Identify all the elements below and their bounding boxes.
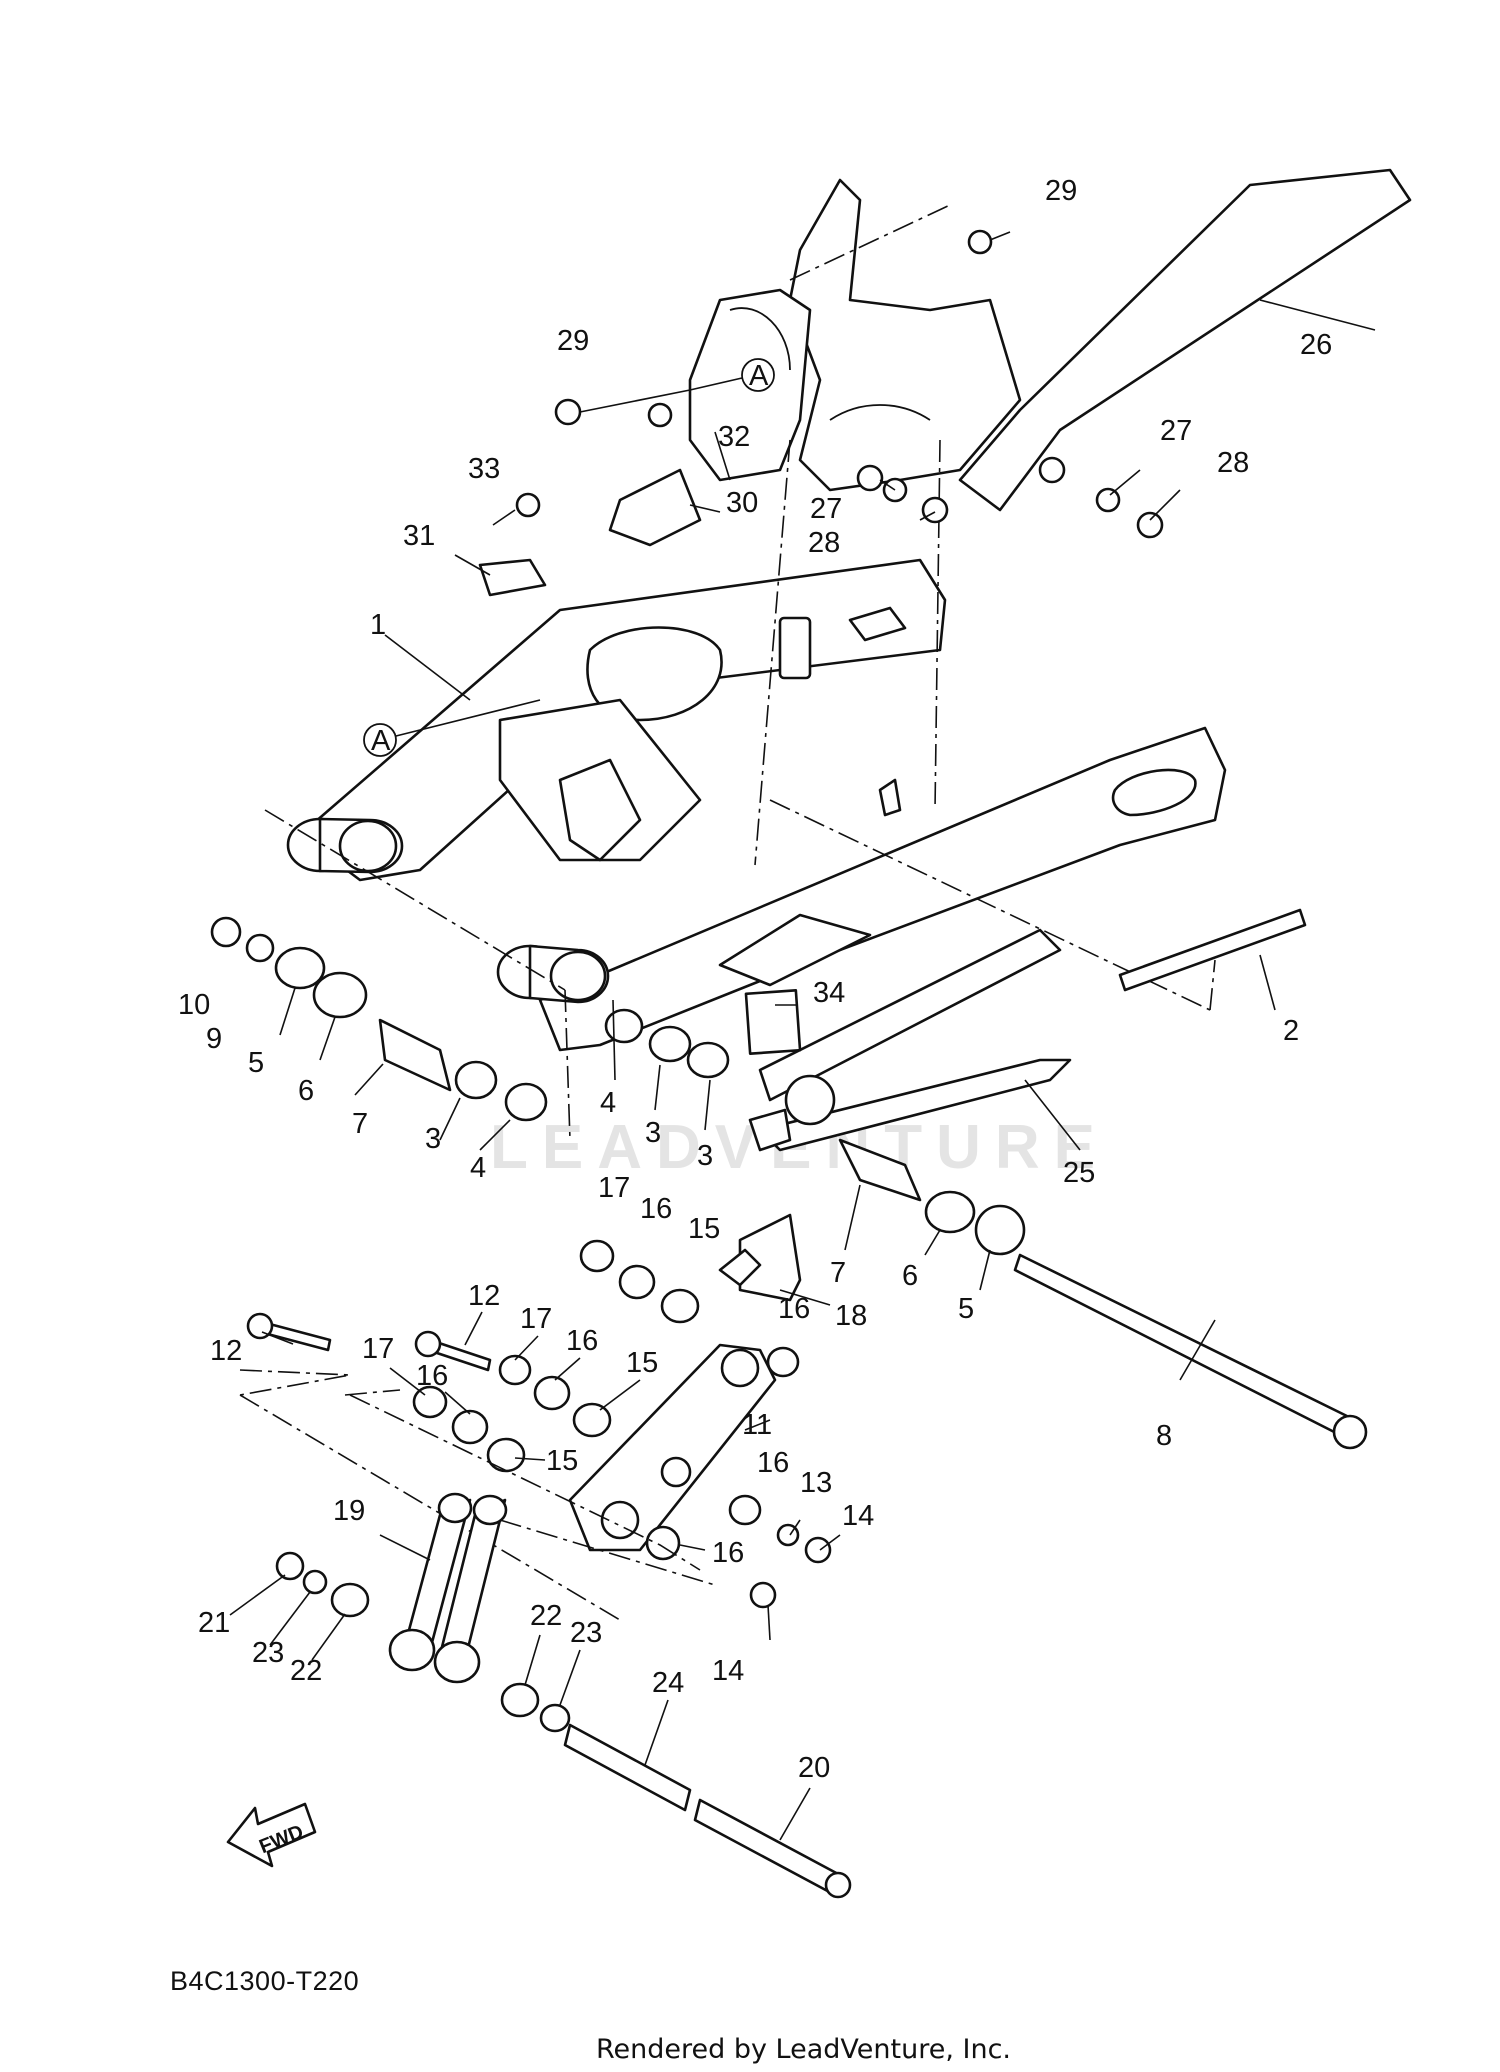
swingarm [286,439,1227,1052]
callout-30: 30 [726,487,758,519]
callout-6: 6 [298,1075,314,1107]
pivot-hardware-left [210,809,730,1141]
pivot-shaft [838,1138,1368,1450]
label-2 [1118,908,1307,992]
callout-labels: 29 26 29 32 27 28 33 30 27 28 31 1 10 9 … [178,175,1332,1784]
callout-25: 25 [1063,1157,1095,1189]
callout-3: 3 [425,1123,441,1155]
callout-34: 34 [813,977,845,1009]
leader-lines-lower [229,1311,811,1841]
callout-4: 4 [600,1087,616,1119]
callout-23: 23 [252,1637,284,1669]
callout-27: 27 [810,493,842,525]
callout-16: 16 [778,1293,810,1325]
callout-26: 26 [1300,329,1332,361]
diagram-code: B4C1300-T220 [170,1966,359,1996]
ref-a-marker [741,358,775,392]
callout-20: 20 [798,1752,830,1784]
connecting-rod [275,1492,852,1899]
leader-lines [279,231,1376,1641]
ref-a-label: A [749,360,769,392]
relay-arm [412,1213,832,1609]
callout-17: 17 [520,1303,552,1335]
callout-14: 14 [842,1500,874,1532]
fwd-arrow-icon: FWD [226,1802,317,1868]
callout-28: 28 [1217,447,1249,479]
callout-3: 3 [697,1140,713,1172]
callout-16: 16 [640,1193,672,1225]
chain-guard [748,928,1072,1152]
callout-16: 16 [757,1447,789,1479]
callout-28: 28 [808,527,840,559]
callout-15: 15 [688,1213,720,1245]
label-34 [744,989,802,1055]
callout-2: 2 [1283,1015,1299,1047]
callout-29: 29 [1045,175,1077,207]
callout-11: 11 [742,1409,772,1441]
rear-fender [688,168,1412,512]
ref-a-label: A [371,725,391,757]
bracket-31 [478,558,547,597]
callout-33: 33 [468,453,500,485]
callout-12: 12 [468,1280,500,1312]
callout-9: 9 [206,1023,222,1055]
callout-19: 19 [333,1495,365,1527]
callout-21: 21 [198,1607,230,1639]
callout-16: 16 [712,1537,744,1569]
callout-32: 32 [718,421,750,453]
callout-1: 1 [370,609,386,641]
callout-5: 5 [248,1047,264,1079]
bolt-12 [246,1312,492,1372]
callout-7: 7 [830,1257,846,1289]
callout-24: 24 [652,1667,684,1699]
callout-27: 27 [1160,415,1192,447]
callout-13: 13 [800,1467,832,1499]
callout-17: 17 [598,1172,630,1204]
callout-31: 31 [403,520,435,552]
callout-8: 8 [1156,1420,1172,1452]
callout-10: 10 [178,989,210,1021]
callout-4: 4 [470,1152,486,1184]
callout-3: 3 [645,1117,661,1149]
callout-29: 29 [557,325,589,357]
callout-17: 17 [362,1333,394,1365]
callout-15: 15 [626,1347,658,1379]
callout-15: 15 [546,1445,578,1477]
callout-7: 7 [352,1108,368,1140]
callout-5: 5 [958,1293,974,1325]
rendered-by: Rendered by LeadVenture, Inc. [596,2034,1011,2065]
callout-22: 22 [530,1600,562,1632]
callout-16: 16 [416,1360,448,1392]
bracket-30 [608,468,702,547]
callout-22: 22 [290,1655,322,1687]
callout-23: 23 [570,1617,602,1649]
callout-14: 14 [712,1655,744,1687]
callout-12: 12 [210,1335,242,1367]
callout-16: 16 [566,1325,598,1357]
callout-18: 18 [835,1300,867,1332]
callout-6: 6 [902,1260,918,1292]
ref-a-marker [363,723,397,757]
